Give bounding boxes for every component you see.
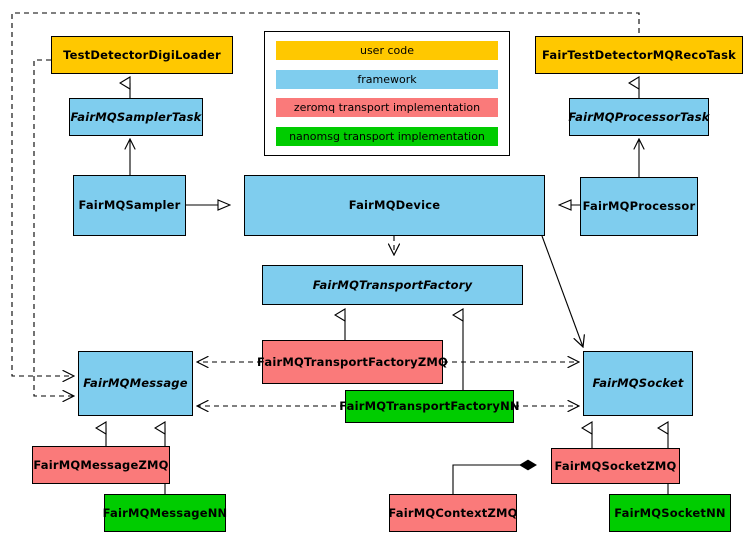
legend-panel: user code framework zeromq transport imp…	[264, 31, 510, 156]
legend-label-nanomsg: nanomsg transport implementation	[289, 129, 485, 143]
class-node-fairmq-transport-factory[interactable]: FairMQTransportFactory	[262, 265, 523, 305]
legend-label-zeromq: zeromq transport implementation	[293, 101, 481, 115]
legend-item-nanomsg: nanomsg transport implementation	[276, 126, 498, 146]
legend-item-user-code: user code	[276, 41, 498, 60]
class-node-fairmq-socket-zmq[interactable]: FairMQSocketZMQ	[551, 448, 680, 484]
legend-item-zeromq: zeromq transport implementation	[276, 98, 498, 118]
edge-device-to-socket	[541, 235, 583, 347]
legend-item-framework: framework	[276, 69, 498, 89]
class-node-fairmq-transport-factory-zmq[interactable]: FairMQTransportFactoryZMQ	[257, 340, 448, 384]
class-node-fairmq-processor[interactable]: FairMQProcessor	[580, 177, 698, 236]
class-node-fairmq-device[interactable]: FairMQDevice	[244, 175, 545, 236]
class-node-fairmq-transport-factory-nn[interactable]: FairMQTransportFactoryNN	[339, 390, 520, 423]
class-node-fairmq-processor-task[interactable]: FairMQProcessorTask	[568, 98, 709, 136]
edge-digiloader-to-message	[33, 59, 74, 396]
class-node-fairmq-sampler[interactable]: FairMQSampler	[73, 175, 186, 236]
class-node-test-detector-digi-loader[interactable]: TestDetectorDigiLoader	[51, 36, 233, 74]
class-node-fairmq-socket-nn[interactable]: FairMQSocketNN	[609, 494, 731, 532]
class-node-fairmq-sampler-task[interactable]: FairMQSamplerTask	[69, 98, 203, 136]
class-node-fairmq-message[interactable]: FairMQMessage	[78, 351, 193, 416]
class-node-fairmq-message-zmq[interactable]: FairMQMessageZMQ	[32, 446, 170, 484]
legend-label-framework: framework	[357, 72, 417, 86]
class-node-fairmq-message-nn[interactable]: FairMQMessageNN	[103, 494, 227, 532]
class-node-fairmq-socket[interactable]: FairMQSocket	[583, 351, 693, 416]
legend-label-user-code: user code	[359, 44, 415, 57]
class-node-fairmq-context-zmq[interactable]: FairMQContextZMQ	[388, 494, 517, 532]
class-node-fair-test-detector-mq-reco-task[interactable]: FairTestDetectorMQRecoTask	[535, 36, 743, 74]
